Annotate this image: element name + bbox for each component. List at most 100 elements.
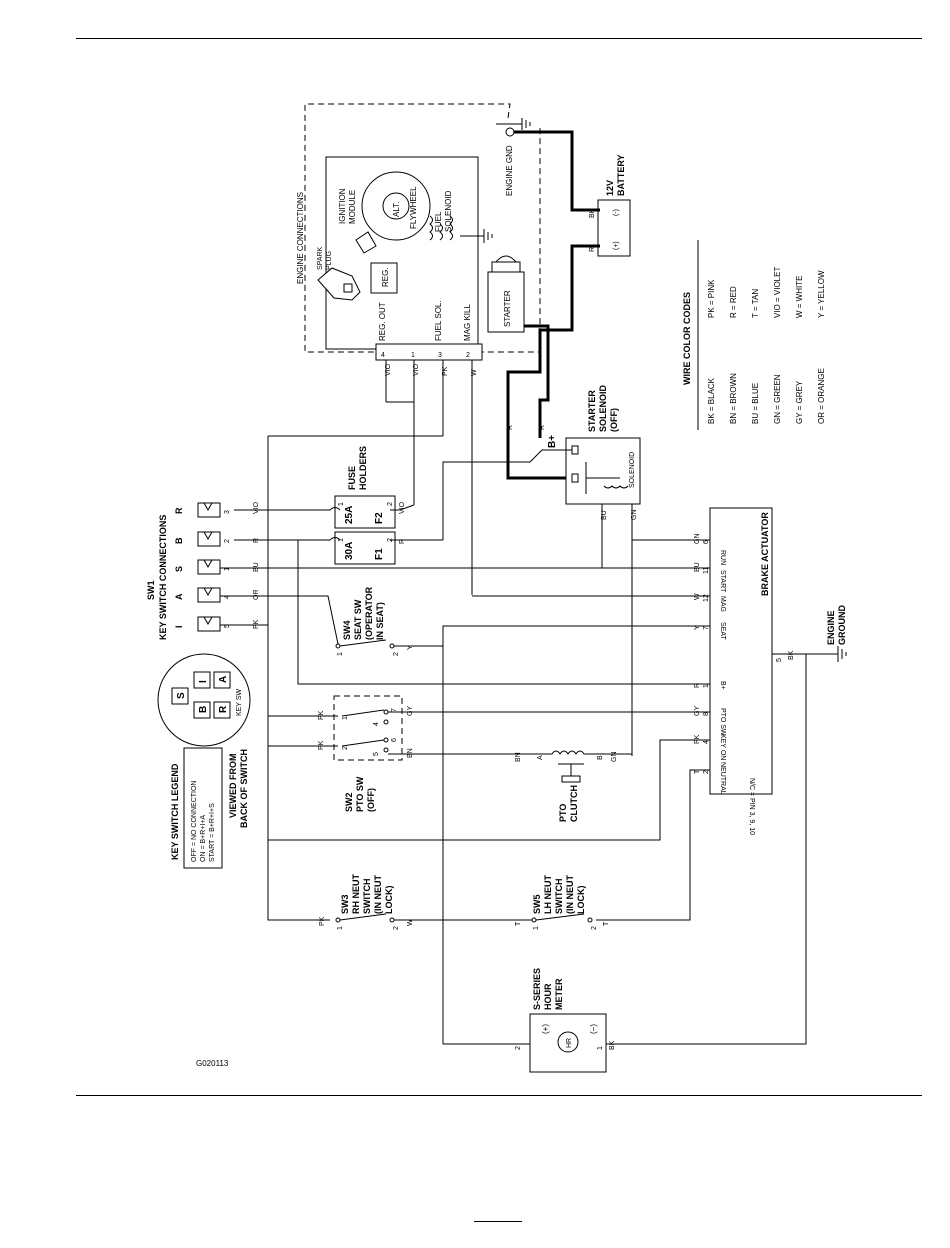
starter-solenoid-label-3: (OFF) [609,408,619,432]
hour-meter-label-1: S-SERIES [532,968,542,1010]
ba-neutral-wire: T [694,769,701,774]
b-plus-label: B+ [547,435,558,448]
plug-label: PLUG [326,251,333,270]
ba-mag-num: 12 [703,594,710,602]
code-pk: PK = PINK [707,279,716,318]
sw5-lh-neut: LH NEUT [543,875,553,914]
sw3-in-neut: (IN NEUT [373,875,383,914]
sw1-pin-2 [197,531,221,547]
solenoid-r2: R [539,425,546,430]
fuse-title-2: HOLDERS [358,446,368,490]
sw1-term-s: S [174,566,184,572]
code-w: W = WHITE [795,276,804,318]
key-legend-box [183,747,223,869]
sw3-pk-wire: PK [319,916,326,926]
wire-vio-1: VIO [385,363,392,376]
engine-connections: ENGINE CONNECTIONS IGNITION MODULE ALT. … [296,103,541,361]
sw2-box [333,695,403,761]
sw1-pin-num-4: 4 [224,595,231,599]
hour-meter-minus: (−) [589,1024,598,1034]
pto-b: B [597,755,604,760]
brake-actuator-box [709,507,773,795]
hour-meter-dial-icon [557,1031,579,1053]
sw5-t-wire-2: T [603,921,610,926]
hour-meter-pin-1: 1 [597,1046,604,1050]
key-letter-i: I [198,680,209,683]
sw1-connector-icons [203,502,213,626]
legend-on: ON = B+R+I+A [200,815,207,862]
sw5-switch: SWITCH [554,879,564,915]
ground-wire [606,653,807,1045]
sw2-pin-2: 2 [342,746,349,750]
module-label: MODULE [348,190,357,224]
ba-ptosw-wire: GY [694,706,701,716]
flywheel-label: FLYWHEEL [409,186,418,229]
ba-mag-label: MAG [719,596,726,612]
battery-bk-wire: BK [589,208,596,218]
sw5-in-neut: (IN NEUT [565,875,575,914]
sw1-or-wire: OR [253,590,260,601]
engine-terminal-strip [375,343,483,361]
sw2-bn: BN [407,748,414,758]
sw2-off: (OFF) [366,788,376,812]
pto-clutch-icon [561,775,581,783]
ba-neutral-label: NEUTRAL [719,762,726,795]
sw4-seat-sw: SEAT SW [353,599,363,640]
fuse-f1-pin1: 1 [338,538,345,542]
figure-id: G020113 [196,1059,229,1068]
fuel-label: FUEL [434,211,443,232]
sw2-pin-4: 4 [373,722,380,726]
fuse-r-in: R [399,539,406,544]
pto-label: PTO [558,804,568,822]
sw5-p2: 2 [591,926,598,930]
sw4-y-wire: Y [407,645,414,650]
ba-run-wire: GN [694,534,701,545]
fuse-f2-pin2: 2 [387,502,394,506]
pin-1: 1 [411,352,415,359]
neutral-wire [596,769,710,921]
key-letter-b: B [198,706,209,713]
bottom-rule [76,1095,922,1096]
code-bn: BN = BROWN [729,373,738,424]
battery: 12V BATTERY (-) (+) BK R [506,130,631,480]
battery-label: BATTERY [616,155,626,197]
pto-clutch-label: CLUTCH [569,785,579,822]
sw3-rh-neutral-switch: SW3 RH NEUT SWITCH (IN NEUT LOCK) 1 2 PK… [319,873,532,930]
sw4-p2: 2 [393,652,400,656]
key-sw-label: KEY SW [236,689,243,716]
alt-circle [382,192,410,220]
engine-gnd-label: ENGINE GND [505,145,514,196]
starter-label: STARTER [503,290,512,327]
ba-run-num: 6 [703,540,710,544]
code-gy: GY = GREY [795,380,804,424]
sw1-term-r: R [174,507,184,514]
key-letter-r: R [218,705,229,713]
battery-box [597,199,631,257]
sw2-contact-2-icon [341,739,385,747]
sw1-title: KEY SWITCH CONNECTIONS [158,515,168,640]
sw2-pin-5: 5 [373,752,380,756]
sw5-contact-icon [535,913,585,921]
back-of-switch: BACK OF SWITCH [239,749,249,828]
wire-w: W [471,369,478,376]
sw5-label: SW5 [532,894,542,914]
fuse-f2-rating: 25A [344,506,355,524]
hour-meter-pin-2: 2 [515,1046,522,1050]
sw4-operator: (OPERATOR [364,586,374,640]
flywheel-circle [361,171,431,241]
spark-label: SPARK [317,246,324,270]
page-number-line [474,1221,522,1222]
battery-ground-cable [514,130,600,212]
key-letter-a: A [218,676,229,683]
solenoid-r1: R [507,425,514,430]
ba-bplus-num: 1 [703,684,710,688]
key-on-wire [268,739,710,841]
key-switch-legend: KEY SWITCH LEGEND OFF = NO CONNECTION ON… [170,747,249,869]
fuel-sol-label: FUEL SOL. [434,300,443,341]
viewed-from: VIEWED FROM [228,754,238,819]
ba-neutral-num: 2 [703,770,710,774]
spark-plug-boot-icon [355,231,377,254]
sw1-pk-wire: PK [253,619,260,629]
ba-keyon-label: KEY ON [719,734,726,760]
